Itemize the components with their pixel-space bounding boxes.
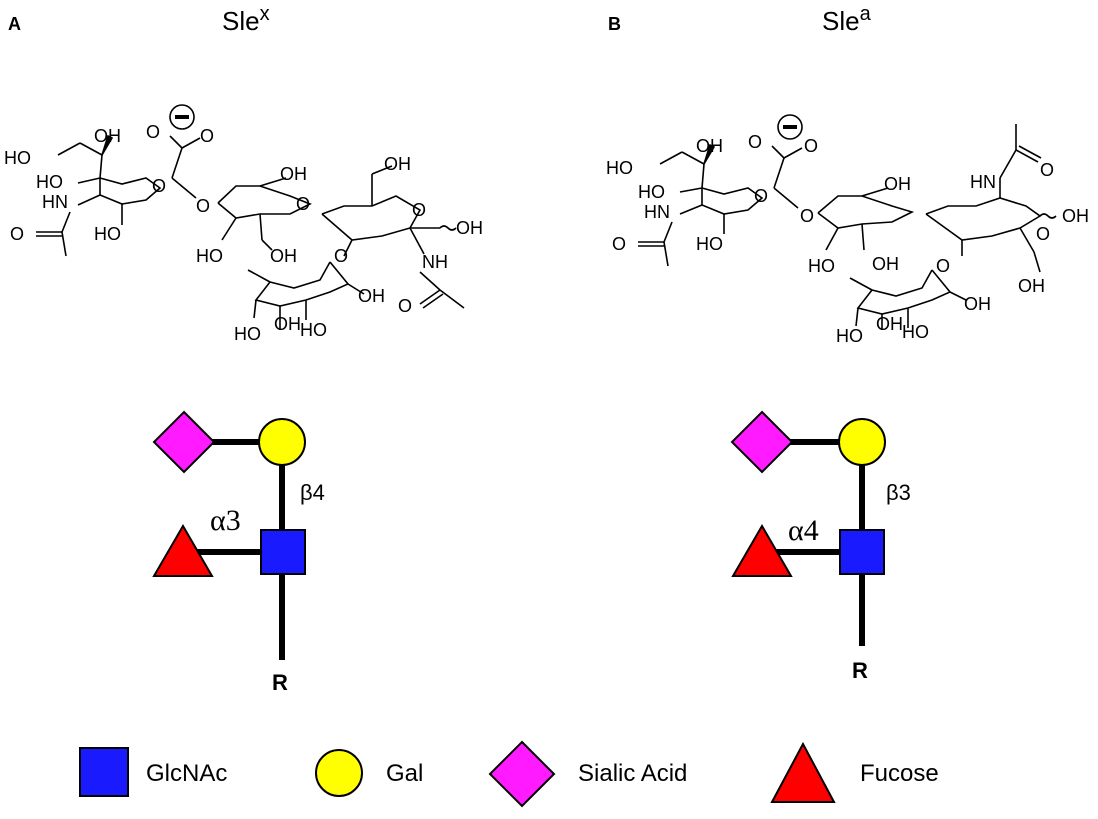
fucose-icon (731, 524, 793, 577)
legend: GlcNAc Gal Sialic Acid Fucose (79, 740, 939, 808)
panel-b-atom: HO (808, 256, 835, 276)
legend-gal-icon (315, 749, 363, 797)
linkage-label-beta: β4 (300, 480, 325, 505)
panel-a-atom: HO (36, 172, 63, 192)
panel-a-atom: O (196, 196, 210, 216)
panel-b-title: Slea (822, 3, 872, 36)
panel-a-atom: OH (384, 154, 411, 174)
panel-a-atom: OH (270, 246, 297, 266)
sialic-acid-icon (730, 410, 794, 474)
panel-b-atom: OH (1018, 276, 1045, 296)
panel-a-atom: O (146, 122, 160, 142)
panel-b-atom: HO (638, 182, 665, 202)
panel-b-atom: OH (872, 254, 899, 274)
gal-icon (838, 418, 886, 466)
gal-icon (258, 418, 306, 466)
panel-b-atom: HO (902, 322, 929, 342)
panel-b-atom: OH (884, 174, 911, 194)
sialic-acid-icon (152, 410, 216, 474)
panel-b-atom: O (800, 206, 814, 226)
panel-a-atom: O (152, 176, 166, 196)
panel-a-atom: HO (300, 320, 327, 340)
panel-a-atom: OH (280, 164, 307, 184)
fucose-icon (152, 524, 214, 577)
panel-a-atom: OH (94, 126, 121, 146)
panel-b-atom: HO (836, 326, 863, 346)
panel-a: A Slex (4, 3, 483, 695)
panel-b-symbol-diagram: β3 α4 R (730, 410, 911, 683)
reducing-end-label: R (272, 670, 288, 695)
panel-b-atom: O (612, 234, 626, 254)
panel-a-atom: HN (42, 192, 68, 212)
panel-b: B Slea (606, 3, 1089, 683)
panel-b-atom: O (936, 256, 950, 276)
panel-a-atom: O (200, 126, 214, 146)
panel-a-title: Slex (222, 3, 270, 36)
panel-b-atom: O (754, 186, 768, 206)
reducing-end-label: R (852, 658, 868, 683)
panel-b-atom: HO (606, 158, 633, 178)
glcnac-icon (260, 529, 306, 575)
panel-b-atom: HN (970, 172, 996, 192)
panel-a-atom: OH (358, 286, 385, 306)
panel-b-structure: OH HO HO HN O O O O HO OH O HN O OH O HO… (606, 114, 1089, 346)
legend-fucose-icon (770, 741, 836, 803)
panel-a-label: A (8, 14, 21, 34)
panel-a-atom: HO (4, 148, 31, 168)
panel-b-atom: O (1040, 160, 1054, 180)
legend-label-gal: Gal (386, 760, 423, 787)
panel-a-atom: HO (196, 246, 223, 266)
panel-a-atom: OH (456, 218, 483, 238)
panel-b-atom: O (804, 136, 818, 156)
panel-b-atom: OH (876, 314, 903, 334)
panel-b-bonds (638, 124, 1057, 330)
panel-b-atom: O (748, 132, 762, 152)
legend-label-sialic-acid: Sialic Acid (578, 760, 687, 787)
panel-a-bonds (36, 134, 465, 330)
panel-a-atom: O (412, 200, 426, 220)
panel-a-symbol-diagram: β4 α3 R (152, 410, 325, 695)
panel-b-atom: O (1036, 224, 1050, 244)
panel-b-atom: HN (644, 202, 670, 222)
panel-a-atom: NH (422, 252, 448, 272)
legend-sialic-acid-icon (488, 740, 556, 808)
panel-a-atom: HO (94, 224, 121, 244)
linkage-label-beta: β3 (886, 480, 911, 505)
panel-a-atom: OH (274, 314, 301, 334)
panel-b-atom: OH (696, 136, 723, 156)
panel-a-atom: HO (234, 324, 261, 344)
panel-a-structure: OH HO HO HN O O O O HO OH O OH O O OH HO… (4, 104, 483, 344)
panel-a-atom: O (334, 246, 348, 266)
panel-a-atom: O (10, 224, 24, 244)
legend-glcnac-icon (79, 747, 129, 797)
panel-b-atom: HO (696, 234, 723, 254)
linkage-label-alpha: α4 (788, 514, 819, 547)
panel-b-label: B (608, 14, 621, 34)
panel-b-atom: OH (964, 294, 991, 314)
linkage-label-alpha: α3 (210, 504, 241, 537)
glcnac-icon (839, 529, 885, 575)
panel-a-atom: O (398, 296, 412, 316)
legend-label-glcnac: GlcNAc (146, 760, 227, 787)
panel-a-atom: O (296, 194, 310, 214)
legend-label-fucose: Fucose (860, 760, 939, 787)
panel-b-atom: OH (1062, 206, 1089, 226)
